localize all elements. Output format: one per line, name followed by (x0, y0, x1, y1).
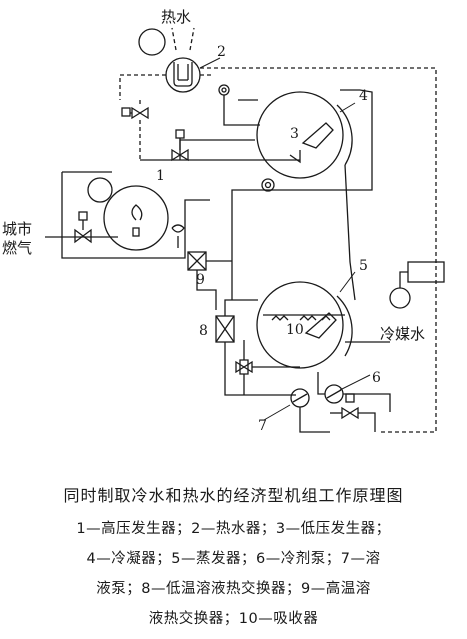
number-6: 6 (372, 370, 381, 386)
gauge-left (87, 177, 113, 203)
caption-line: 1—高压发生器；2—热水器；3—低压发生器； (76, 521, 391, 537)
number-5: 5 (359, 258, 368, 274)
number-10: 10 (286, 322, 304, 338)
label-city-gas: 城市 燃气 (2, 220, 37, 257)
four-way-valve (235, 359, 253, 375)
low-pressure-generator (256, 91, 353, 179)
low-temp-heat-exchanger (215, 315, 235, 343)
refrigerant-pump (324, 384, 344, 404)
label-hot-water: 热水 (161, 8, 191, 26)
number-2: 2 (217, 44, 226, 60)
number-8: 8 (199, 323, 208, 339)
chilled-water-pump (389, 287, 411, 309)
hot-water-pipes (171, 27, 195, 51)
high-temp-heat-exchanger (187, 251, 207, 271)
label-city-gas-line1: 城市 (2, 220, 32, 238)
caption-title: 同时制取冷水和热水的经济型机组工作原理图 (63, 486, 404, 505)
mid-valve (171, 129, 189, 162)
gas-valve (74, 211, 92, 244)
cooling-load (407, 261, 445, 283)
bottom-valve (341, 393, 359, 420)
number-4: 4 (359, 88, 368, 104)
gauge-top (138, 28, 166, 56)
solution-pump (290, 388, 310, 408)
number-3: 3 (290, 126, 299, 142)
caption-line: 液热交换器；10—吸收器 (148, 611, 319, 627)
number-7: 7 (258, 418, 267, 434)
hot-water-heater (165, 57, 201, 93)
caption-line: 4—冷凝器；5—蒸发器；6—冷剂泵；7—溶 (86, 551, 381, 567)
high-pressure-generator (103, 185, 169, 251)
number-1: 1 (156, 168, 165, 184)
number-9: 9 (196, 272, 205, 288)
evaporator-absorber (256, 281, 353, 369)
label-chilled-water: 冷媒水 (380, 325, 425, 343)
label-city-gas-line2: 燃气 (2, 239, 32, 257)
caption-line: 液泵；8—低温溶液热交换器；9—高温溶 (96, 581, 371, 597)
schematic-diagram: 热水 城市 燃气 冷媒水 1 2 3 4 5 6 7 8 9 10 (2, 8, 445, 434)
heater-valve (121, 106, 149, 120)
figure-caption: 同时制取冷水和热水的经济型机组工作原理图 1—高压发生器；2—热水器；3—低压发… (0, 482, 467, 634)
